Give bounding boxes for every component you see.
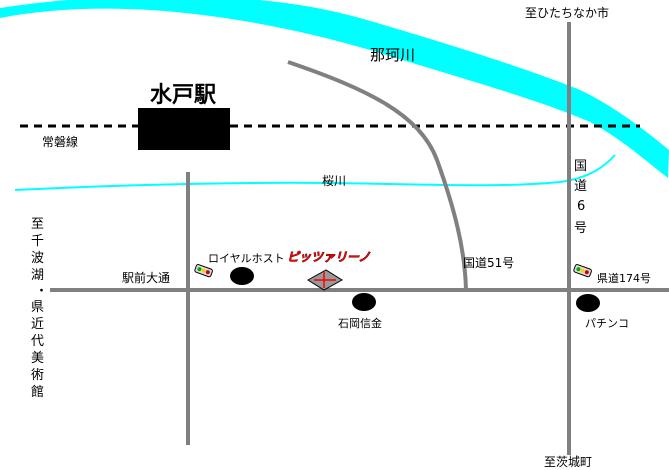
sakura-river xyxy=(14,154,616,191)
svg-text:近: 近 xyxy=(31,317,44,332)
to-ibarakimachi-label: 至茨城町 xyxy=(544,455,592,469)
pachinko-label: パチンコ xyxy=(585,317,629,330)
svg-text:術: 術 xyxy=(31,368,44,383)
mito-station-label: 水戸駅 xyxy=(150,83,216,108)
shop-name-label: ピッツァリーノ xyxy=(287,250,371,264)
svg-text:館: 館 xyxy=(31,385,44,400)
to-museum-label: 至 千 波 湖 ・ 県 近 代 美 術 館 xyxy=(31,217,48,400)
svg-text:美: 美 xyxy=(31,351,44,366)
svg-text:号: 号 xyxy=(574,221,587,236)
ekimae-street-label: 駅前大通 xyxy=(122,270,170,285)
pachinko-marker xyxy=(576,294,600,312)
ishioka-shinkin-label: 石岡信金 xyxy=(338,316,382,330)
svg-text:道: 道 xyxy=(574,179,587,194)
svg-text:県: 県 xyxy=(31,300,44,315)
traffic-signal-icon xyxy=(194,264,213,278)
route51-label: 国道51号 xyxy=(463,256,514,270)
svg-text:波: 波 xyxy=(31,251,44,266)
route6-label: 国 道 6 号 xyxy=(574,159,587,236)
joban-line-label: 常磐線 xyxy=(42,134,78,149)
shop-location-icon xyxy=(307,269,343,291)
naka-river xyxy=(0,0,669,178)
naka-river-label: 那珂川 xyxy=(370,46,415,64)
to-hitachinaka-label: 至ひたちなか市 xyxy=(525,5,609,20)
traffic-signal-icon xyxy=(573,264,592,278)
prefroad174-label: 県道174号 xyxy=(597,271,651,285)
svg-text:千: 千 xyxy=(31,234,44,249)
royal-host-label: ロイヤルホスト xyxy=(208,252,285,265)
route51-road xyxy=(287,60,468,291)
svg-text:国: 国 xyxy=(574,159,587,174)
svg-text:6: 6 xyxy=(577,199,585,214)
svg-text:湖: 湖 xyxy=(31,268,44,283)
svg-text:代: 代 xyxy=(31,334,44,349)
svg-text:至: 至 xyxy=(31,217,44,232)
royal-host-marker xyxy=(230,267,254,285)
sakura-river-label: 桜川 xyxy=(322,174,346,188)
ishioka-shinkin-marker xyxy=(352,293,376,311)
mito-station xyxy=(138,108,230,150)
svg-text:・: ・ xyxy=(35,284,48,299)
